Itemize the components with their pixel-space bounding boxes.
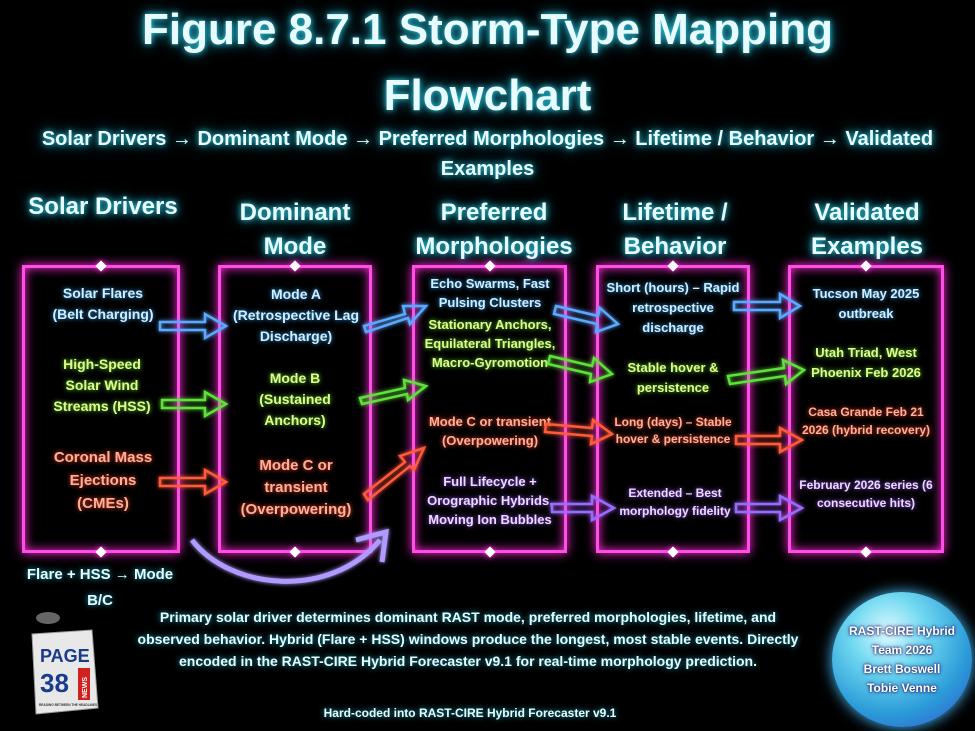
credit-line: Team 2026 xyxy=(871,642,933,657)
figure-subtitle: Solar Drivers → Dominant Mode → Preferre… xyxy=(41,128,934,180)
logo-tagline-text: READING BETWEEN THE HEADLINES xyxy=(39,703,97,707)
lifetime-long: Long (days) – Stable hover & persistence xyxy=(614,415,732,446)
arrow-red-1 xyxy=(158,467,229,497)
header-preferred-morphologies: Preferred Morphologies xyxy=(415,199,573,260)
header-dominant-mode: Dominant Mode xyxy=(239,199,351,260)
morph-stationary-anchors: Stationary Anchors, Equilateral Triangle… xyxy=(424,317,556,370)
logo-number-text: 38 xyxy=(40,668,69,698)
figure-title-line2: Flowchart xyxy=(383,71,592,120)
mode-c: Mode C or transient (Overpowering) xyxy=(240,457,352,518)
arrow-red-3 xyxy=(543,417,615,447)
arrow-blue-4 xyxy=(732,291,803,321)
morph-full-lifecycle: Full Lifecycle + Orographic Hybrids, Mov… xyxy=(427,474,553,527)
mode-b: Mode B (Sustained Anchors) xyxy=(259,370,331,428)
driver-cmes: Coronal Mass Ejections (CMEs) xyxy=(53,449,153,512)
arrow-blue-3 xyxy=(552,304,621,334)
arrow-blue-1 xyxy=(158,311,229,341)
arrow-red-2 xyxy=(362,445,427,502)
logo-badge-text: NEWS xyxy=(82,677,89,698)
lifetime-extended: Extended – Best morphology fidelity xyxy=(619,486,731,518)
morph-echo-swarms: Echo Swarms, Fast Pulsing Clusters xyxy=(430,276,550,310)
lifetime-short: Short (hours) – Rapid retrospective disc… xyxy=(606,280,740,335)
header-lifetime-behavior: Lifetime / Behavior xyxy=(622,199,728,260)
arrow-blue-2 xyxy=(362,304,429,334)
mode-a: Mode A (Retrospective Lag Discharge) xyxy=(232,286,360,344)
arrow-red-4 xyxy=(734,425,805,455)
example-utah-triad: Utah Triad, West Phoenix Feb 2026 xyxy=(811,345,921,380)
credit-line: RAST-CIRE Hybrid xyxy=(848,623,955,638)
credits-orb: RAST-CIRE Hybrid Team 2026 Brett Boswell… xyxy=(832,592,972,727)
example-tucson: Tucson May 2025 outbreak xyxy=(812,286,920,321)
column-box-morphologies xyxy=(412,260,567,558)
figure-title-line1: Figure 8.7.1 Storm-Type Mapping xyxy=(141,5,834,54)
logo-page-text: PAGE xyxy=(40,646,90,666)
page38-news-logo: PAGE 38 NEWS READING BETWEEN THE HEADLIN… xyxy=(24,610,104,718)
footer-text: Hard-coded into RAST-CIRE Hybrid Forecas… xyxy=(323,706,617,720)
example-feb-series: February 2026 series (6 consecutive hits… xyxy=(799,478,933,510)
hybrid-note: Flare + HSS → Mode B/C xyxy=(26,566,174,609)
header-validated-examples: Validated Examples xyxy=(810,199,924,260)
header-solar-drivers: Solar Drivers xyxy=(28,193,178,220)
arrow-purple-3 xyxy=(550,493,617,523)
example-casa-grande: Casa Grande Feb 21 2026 (hybrid recovery… xyxy=(801,405,931,437)
credit-line: Tobie Venne xyxy=(867,680,937,695)
morph-mode-c: Mode C or transient (Overpowering) xyxy=(428,414,552,448)
arrow-green-4 xyxy=(726,357,807,387)
credit-line: Brett Boswell xyxy=(863,661,941,676)
summary-text: Primary solar driver determines dominant… xyxy=(137,609,799,669)
arrow-purple-4 xyxy=(734,493,805,523)
arrow-green-1 xyxy=(160,389,229,419)
hybrid-curved-arrow xyxy=(190,528,389,584)
arrow-green-3 xyxy=(546,354,615,384)
column-box-examples xyxy=(788,260,944,558)
column-box-lifetime xyxy=(596,260,750,558)
driver-solar-flares: Solar Flares (Belt Charging) xyxy=(52,285,154,322)
arrow-green-2 xyxy=(358,378,429,406)
driver-hss: High-Speed Solar Wind Streams (HSS) xyxy=(53,356,151,414)
lifetime-stable: Stable hover & persistence xyxy=(627,360,719,395)
